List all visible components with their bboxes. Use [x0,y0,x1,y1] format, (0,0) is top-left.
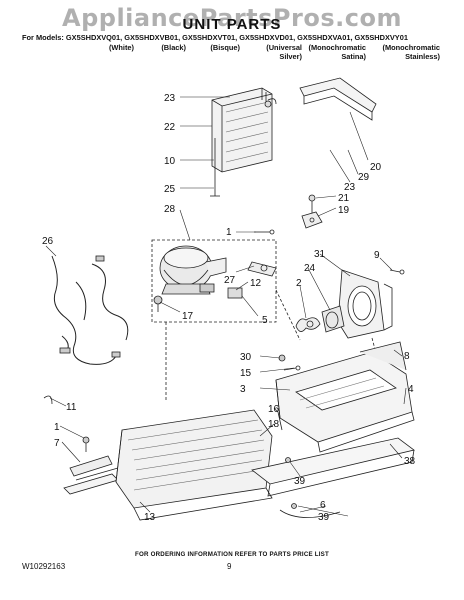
callout-23: 23 [164,93,176,104]
callout-5: 5 [262,315,268,326]
page-number: 9 [227,562,232,571]
watermark: AppliancePartsPros.com [62,4,402,32]
condenser-coil-drawing [211,87,277,173]
callout-39: 39 [294,476,306,487]
callout-39b: 39 [318,512,330,523]
callout-15: 15 [240,368,252,379]
callout-7: 7 [54,438,60,449]
variant-label: (Black) [161,43,186,52]
callout-12: 12 [250,278,262,289]
callout-4: 4 [408,384,414,395]
callout-1: 1 [226,227,232,238]
callout-20: 20 [370,162,382,173]
ordering-note: FOR ORDERING INFORMATION REFER TO PARTS … [135,551,329,558]
callout-3: 3 [240,384,246,395]
callout-8: 8 [404,351,410,362]
fan-shroud-drawing [337,269,393,339]
callout-27: 27 [224,275,236,286]
callout-24: 24 [304,263,316,274]
callout-22: 22 [164,122,176,133]
callout-10: 10 [164,156,176,167]
callout-21: 21 [338,193,350,204]
page-title: UNIT PARTS [182,16,282,33]
callout-23b: 23 [344,182,356,193]
callout-29: 29 [358,172,370,183]
callout-2: 2 [296,278,302,289]
document-code: W10292163 [22,562,66,571]
variant-label: (White) [108,43,134,52]
callout-19: 19 [338,205,350,216]
callout-38: 38 [404,456,416,467]
machine-compartment-base-drawing [275,341,415,453]
callout-11: 11 [66,402,77,413]
callout-25: 25 [164,184,176,195]
compressor-drawing [159,245,227,295]
callout-16: 16 [268,404,280,415]
models-line: For Models: GX5SHDXVQ01, GX5SHDXVB01, GX… [22,33,408,42]
callout-13: 13 [144,512,156,523]
lower-condenser-drawing [115,409,273,521]
callout-18: 18 [268,419,280,430]
callout-1b: 1 [54,422,60,433]
callout-6: 6 [320,500,326,511]
callout-31: 31 [314,249,326,260]
upper-bracket-drawing [299,77,377,121]
variant-label: (Bisque) [210,43,240,52]
callout-28: 28 [164,204,176,215]
callout-17: 17 [182,311,194,322]
callout-30: 30 [240,352,252,363]
callout-9: 9 [374,250,380,261]
callout-labels: 23 22 10 25 28 1 26 27 12 17 5 20 29 23 … [42,93,416,523]
callout-26: 26 [42,236,54,247]
